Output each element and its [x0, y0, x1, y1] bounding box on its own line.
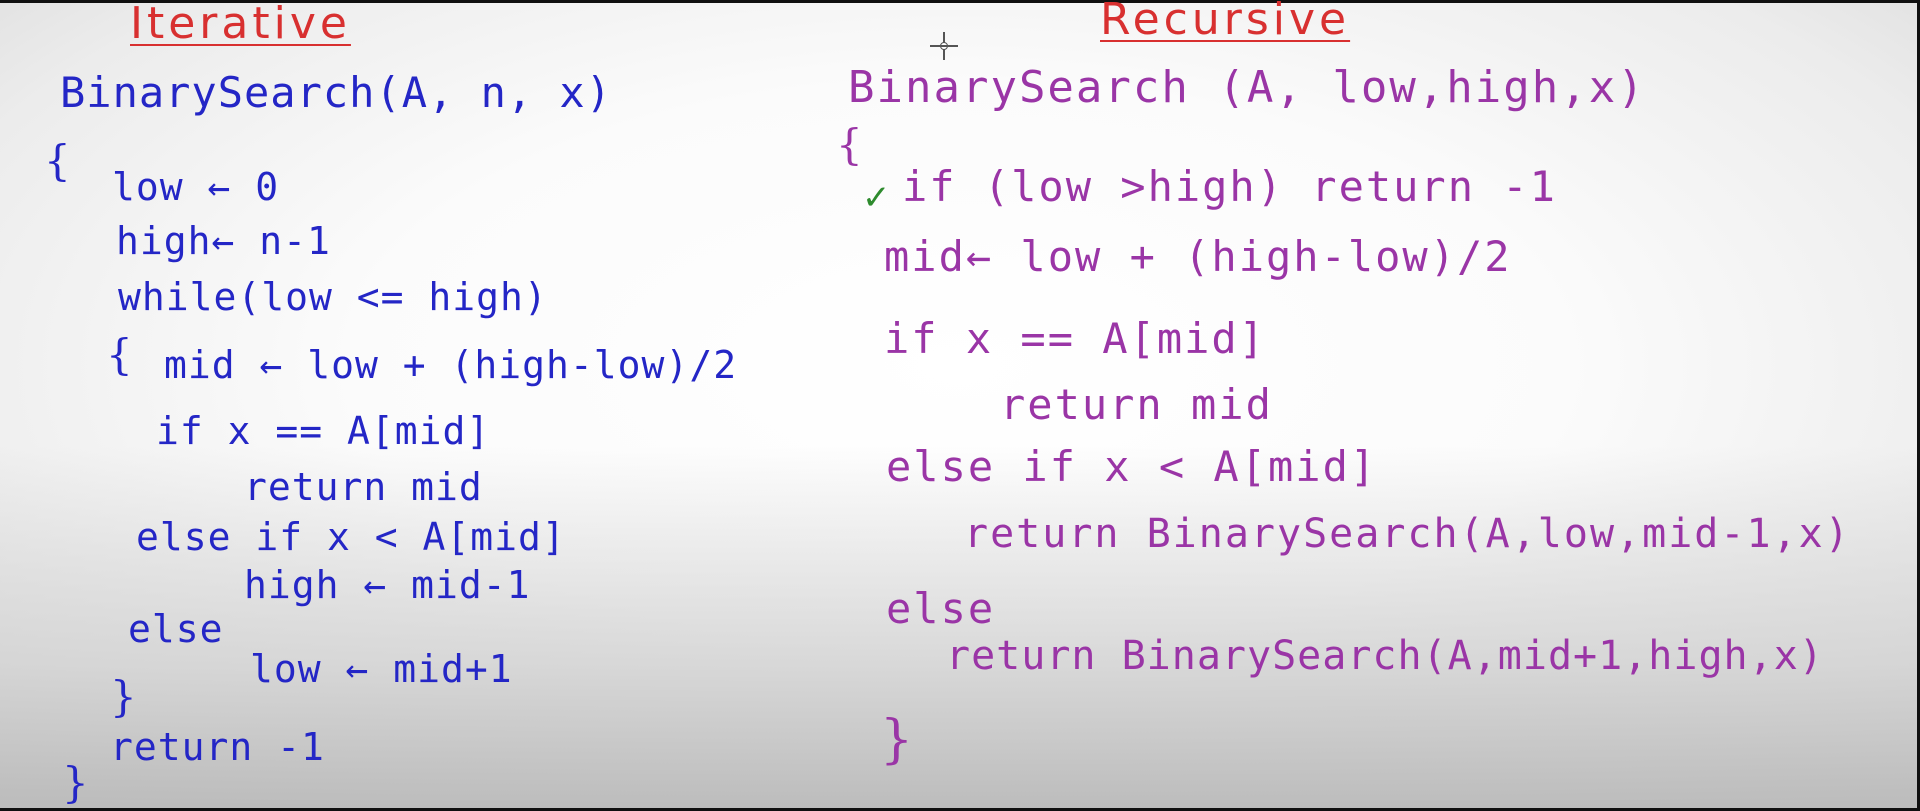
- recursive-line-right-call: return BinarySearch(A,mid+1,high,x): [946, 633, 1824, 679]
- recursive-line-return-mid: return mid: [1000, 380, 1273, 429]
- recursive-line-base-case: if (low >high) return -1: [902, 162, 1557, 211]
- iterative-line-else-if: else if x < A[mid]: [136, 515, 566, 559]
- recursive-title: Recursive: [1100, 0, 1351, 45]
- recursive-open-brace: {: [836, 120, 865, 169]
- iterative-line-if: if x == A[mid]: [156, 409, 491, 453]
- recursive-line-mid: mid← low + (high-low)/2: [884, 232, 1512, 281]
- iterative-loop-open-brace: {: [106, 330, 134, 379]
- top-border: [0, 0, 1920, 3]
- iterative-line-while: while(low <= high): [118, 275, 548, 319]
- iterative-line-low-init: low ← 0: [112, 165, 280, 209]
- iterative-line-return-mid: return mid: [244, 465, 483, 509]
- recursive-line-else: else: [886, 584, 996, 633]
- check-mark-icon: ✓: [862, 178, 891, 218]
- iterative-loop-close-brace: }: [110, 672, 138, 721]
- iterative-line-mid: mid ← low + (high-low)/2: [164, 343, 738, 387]
- recursive-line-left-call: return BinarySearch(A,low,mid-1,x): [964, 511, 1851, 557]
- iterative-line-high-init: high← n-1: [116, 219, 331, 263]
- iterative-line-else: else: [128, 607, 224, 651]
- recursive-line-if: if x == A[mid]: [884, 314, 1267, 363]
- iterative-title: Iterative: [130, 0, 351, 49]
- iterative-line-return-minus-one: return -1: [110, 725, 325, 769]
- right-border: [1917, 0, 1920, 811]
- iterative-line-low-update: low ← mid+1: [250, 647, 513, 691]
- bottom-border: [0, 808, 1920, 811]
- recursive-signature: BinarySearch (A, low,high,x): [848, 62, 1646, 113]
- crosshair-cursor-icon: [930, 32, 958, 60]
- iterative-line-high-update: high ← mid-1: [244, 563, 531, 607]
- iterative-open-brace: {: [44, 136, 72, 185]
- iterative-close-brace: }: [62, 758, 90, 807]
- recursive-close-brace: }: [880, 710, 916, 770]
- recursive-line-else-if: else if x < A[mid]: [886, 442, 1378, 491]
- iterative-signature: BinarySearch(A, n, x): [60, 68, 613, 117]
